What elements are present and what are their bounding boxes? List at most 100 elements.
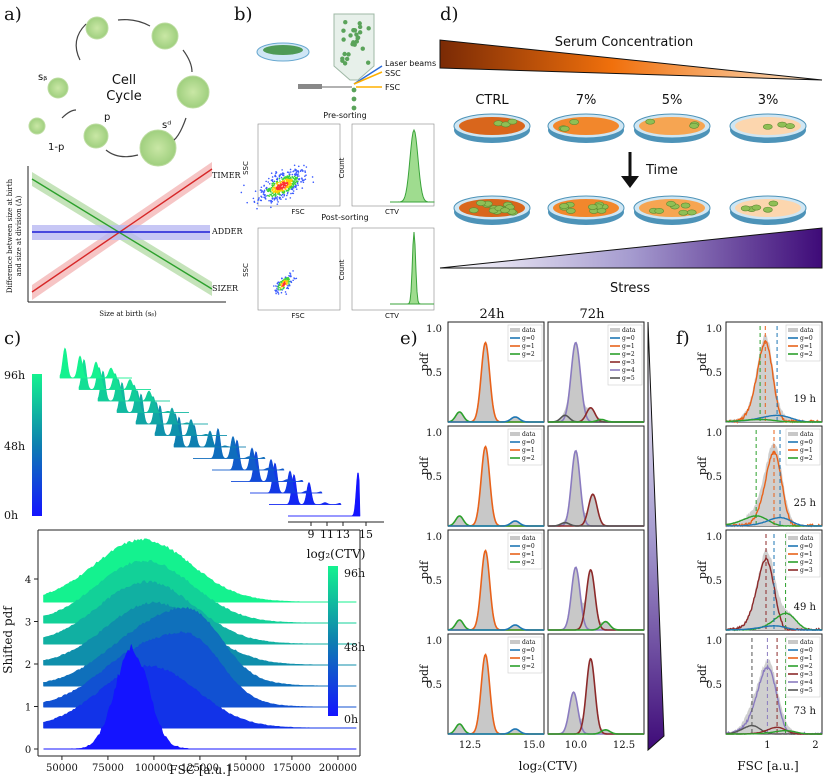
flow-plots: SSC FSC Count CTV SSC FSC Count CTV [240,123,435,320]
legend-label: g=1 [622,343,635,350]
e-ytick-label: 1.0 [426,428,442,439]
e-ytick-label: 1.0 [426,532,442,543]
dish-cell [763,206,773,213]
fsc-ytick-label: 2 [25,660,31,671]
scatter-point [293,175,296,178]
legend-label: g=2 [800,351,813,358]
scatter-point [296,181,298,183]
scatter-point [304,171,307,174]
scatter-point [301,177,303,179]
scatter-point [296,170,299,173]
legend-label: g=0 [522,543,535,550]
scatter-point [284,279,286,282]
size-control-plot: TIMER ADDER SIZER Difference between siz… [6,162,243,318]
scatter-point [288,177,291,180]
legend-label: g=2 [522,351,535,358]
scatter-point [288,280,291,283]
scatter-point [286,282,288,285]
f-ylabel: pdf [696,352,709,371]
data-hist [548,450,644,526]
scatter-point [286,186,288,188]
data-hist [548,658,644,734]
legend-label: g=1 [522,655,535,662]
legend-label: g=4 [622,367,635,374]
scatter-point [260,196,263,198]
legend-label: g=2 [622,351,635,358]
scatter-point [304,178,307,181]
scatter-point [285,189,288,192]
scatter-point [276,186,279,189]
legend-label: g=3 [622,359,635,366]
scatter-point [287,285,289,287]
scatter-point [272,285,275,287]
stress-title: Stress [610,281,650,296]
ctv-ridge [288,472,361,517]
f-ytick-label: 0.5 [706,368,722,379]
label-adder: ADDER [211,227,243,236]
legend-label: g=0 [800,647,813,654]
scatter-point [288,283,290,285]
legend-label: data [622,327,636,334]
e-xtick-label: 12.5 [459,740,481,751]
time-label: Time [645,163,678,178]
scatter-point [272,194,274,197]
e-xtick-label: 12.5 [613,740,635,751]
dish-medium [639,117,705,135]
legend-label: g=2 [522,455,535,462]
ssc-axis-pre: SSC [242,161,250,175]
e-ylabel: pdf [418,560,431,579]
scatter-point [276,203,279,205]
scatter-point [257,199,259,201]
scatter-point [301,168,303,171]
dish-cell [680,202,691,209]
scatter-point [286,178,289,181]
panel-label-f: f) [676,328,690,349]
scatter-point [292,279,294,282]
scatter-point [299,170,302,173]
scatter-point [292,270,294,272]
scatter-point [260,186,263,189]
f-ylabel: pdf [696,560,709,579]
tube-cell [341,37,346,42]
label-sb: sᵦ [38,72,47,83]
f-timepoint: 73 h [794,706,817,717]
scatter-point [288,171,290,174]
scatter-point [276,196,279,198]
e-ylabel: pdf [418,664,431,683]
scatter-point [252,197,255,200]
scatter-point [243,184,245,187]
scatter-point [274,194,276,196]
tube-cell [344,56,350,62]
scatter-point [292,192,295,195]
scatter-point [270,200,272,203]
scatter-point [280,282,283,285]
scatter-point [287,179,290,182]
tube-cell [346,52,351,57]
label-p: p [104,112,110,123]
scatter-point [302,169,304,172]
colorbar-bottom-48h: 48h [344,641,365,654]
scatter-point [282,287,285,289]
scatter-point [271,197,274,200]
scatter-point [280,280,282,283]
legend-label: g=3 [800,567,813,574]
scatter-point [266,190,269,192]
scatter-point [269,188,271,191]
flow-cytometer-diagram: Laser beams SSC FSC Pre-sorting Post-sor… [256,13,436,222]
e-ytick-label: 0.5 [426,472,442,483]
scatter-point [293,277,295,279]
scatter-point [288,284,291,287]
f-xtick-label: 2 [812,740,818,751]
legend-label: g=0 [800,335,813,342]
scatter-point [287,278,290,281]
scatter-point [279,186,282,188]
scatter-point [294,181,297,184]
scatter-point [297,178,300,180]
scatter-point [287,176,290,178]
stream-cell [351,96,357,102]
ctv-ridge [193,427,266,459]
